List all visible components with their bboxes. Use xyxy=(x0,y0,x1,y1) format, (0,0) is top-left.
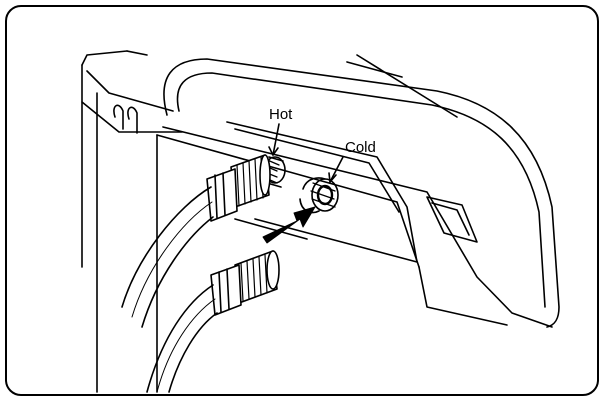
inlet-plate xyxy=(226,121,478,263)
unit-housing xyxy=(162,54,560,328)
cold-hose xyxy=(146,284,218,393)
label-leaders xyxy=(268,123,344,183)
hot-label: Hot xyxy=(269,106,293,123)
lower-body xyxy=(156,134,508,393)
hose-connection-illustration: Hot Cold xyxy=(81,50,560,393)
illustration-frame: Hot Cold xyxy=(5,5,599,396)
hot-hose-coupling xyxy=(206,154,271,222)
cold-hose-coupling xyxy=(210,250,280,316)
cold-label: Cold xyxy=(345,139,376,156)
arrow-icon xyxy=(262,206,316,244)
cabinet-outline xyxy=(81,50,183,393)
hot-hose xyxy=(121,186,214,328)
